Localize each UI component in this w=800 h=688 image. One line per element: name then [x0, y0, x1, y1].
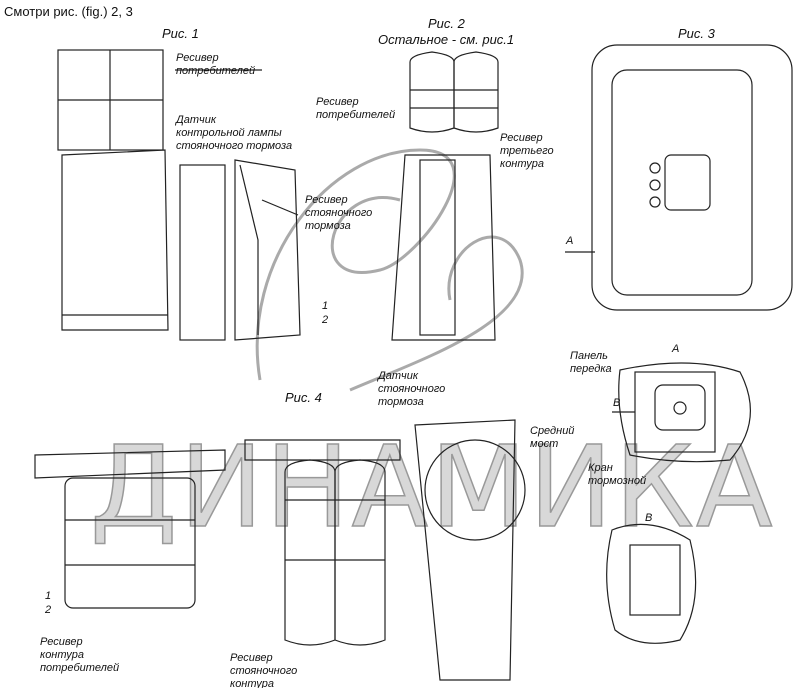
watermark-swirl [255, 148, 524, 392]
fig4-number-2: 2 [45, 604, 52, 616]
fig1-number-2: 2 [322, 314, 329, 326]
fig3-drawing [565, 44, 793, 311]
fig4-number-1: 1 [45, 590, 52, 602]
fig4-caption: Рис. 4 [285, 390, 322, 405]
detail-a-title: A [672, 343, 680, 355]
fig2-subcaption: Остальное - см. рис.1 [378, 32, 515, 47]
fig1-number-1: 1 [322, 300, 329, 312]
fig1-caption: Рис. 1 [162, 26, 199, 41]
fig3-view-a-label: A [566, 235, 574, 247]
fig4-drawing [34, 419, 526, 681]
detail-b-title: B [645, 512, 653, 524]
fig1-drawing [57, 49, 301, 341]
fig3-caption: Рис. 3 [678, 26, 715, 41]
detail-b-drawing [606, 523, 697, 644]
fig2-drawing [391, 51, 499, 341]
detail-a-view-b-label: B [613, 397, 621, 409]
detail-a-drawing [612, 362, 751, 463]
page-title: Смотри рис. (fig.) 2, 3 [4, 4, 133, 19]
fig2-caption: Рис. 2 [428, 16, 465, 31]
